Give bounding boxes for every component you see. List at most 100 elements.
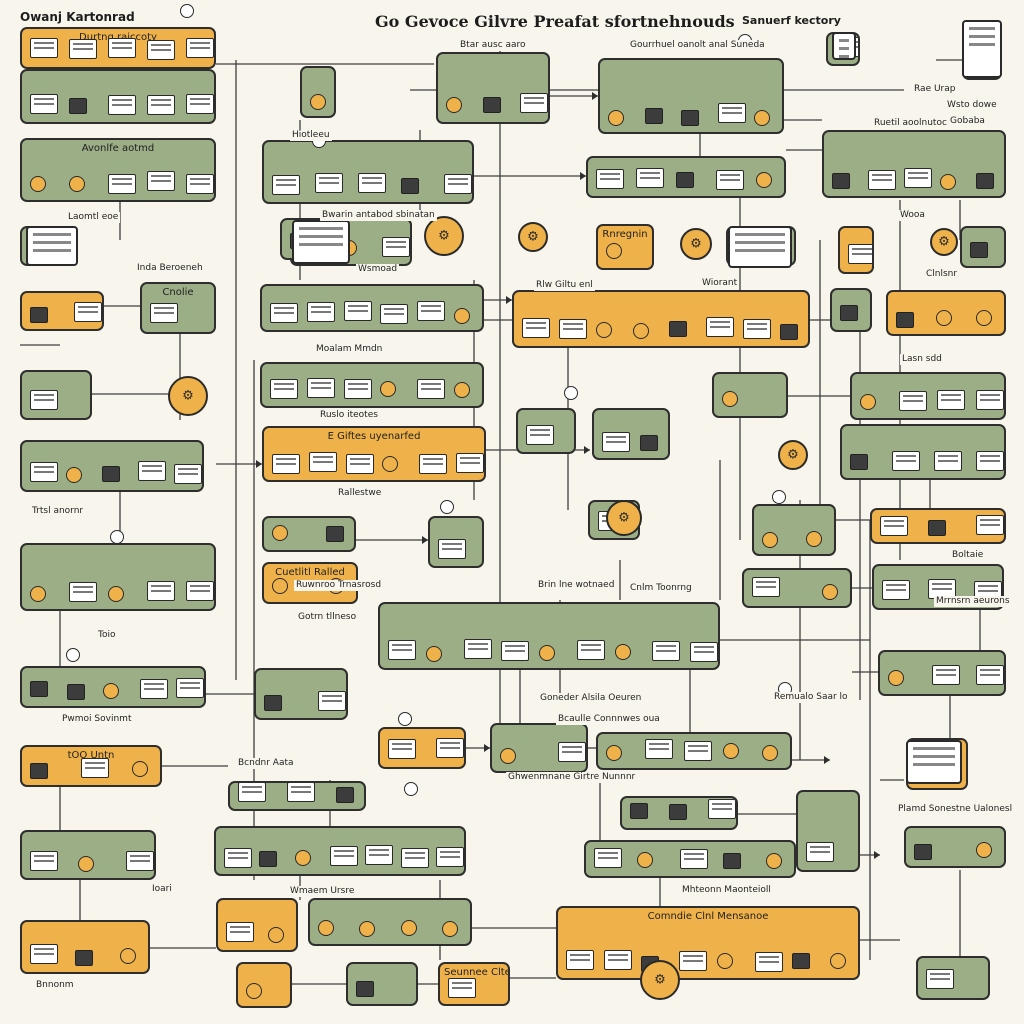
connector-dot-icon	[268, 927, 284, 943]
process-node[interactable]	[428, 516, 484, 568]
diagram-caption: Bnnonm	[34, 980, 76, 991]
process-node[interactable]	[260, 284, 484, 332]
process-node[interactable]: tOO Untn	[20, 745, 162, 787]
process-node[interactable]: E Giftes uyenarfed	[262, 426, 486, 482]
process-node[interactable]	[490, 723, 588, 773]
connector-dot-icon	[30, 176, 46, 192]
process-node[interactable]	[20, 920, 150, 974]
process-node[interactable]	[228, 781, 366, 811]
process-node[interactable]	[254, 668, 348, 720]
node-circle-icon[interactable]: ⚙	[168, 376, 208, 416]
connector-dot-icon	[822, 584, 838, 600]
process-node[interactable]	[752, 504, 836, 556]
connector-dot-icon	[976, 842, 992, 858]
process-node[interactable]	[20, 291, 104, 331]
process-node[interactable]	[216, 898, 298, 952]
process-node[interactable]	[592, 408, 670, 460]
process-node[interactable]	[214, 826, 466, 876]
node-contents	[28, 851, 154, 873]
process-node[interactable]	[584, 840, 796, 878]
window-icon	[806, 842, 834, 862]
process-node[interactable]	[260, 362, 484, 408]
node-contents	[878, 515, 1004, 537]
process-node[interactable]	[516, 408, 576, 454]
monitor-icon	[640, 435, 658, 451]
process-node[interactable]	[512, 290, 810, 348]
process-node[interactable]	[712, 372, 788, 418]
node-circle-icon[interactable]: ⚙	[680, 228, 712, 260]
process-node[interactable]	[20, 69, 216, 124]
window-icon	[976, 515, 1004, 535]
node-contents	[268, 378, 476, 401]
process-node[interactable]	[436, 52, 550, 124]
window-icon	[419, 454, 448, 474]
process-node[interactable]	[796, 790, 860, 872]
process-node[interactable]	[878, 650, 1006, 696]
process-node[interactable]	[20, 666, 206, 708]
diagram-caption: Cnlm Toonrng	[628, 583, 694, 594]
process-node[interactable]	[596, 732, 792, 770]
process-node[interactable]	[598, 58, 784, 134]
window-icon	[743, 319, 772, 339]
process-node[interactable]	[886, 290, 1006, 336]
window-icon	[754, 952, 783, 972]
process-node[interactable]	[20, 370, 92, 420]
node-circle-icon[interactable]: ⚙	[778, 440, 808, 470]
window-icon	[74, 302, 102, 322]
node-contents	[28, 390, 84, 413]
window-icon	[904, 168, 932, 188]
process-node[interactable]	[620, 796, 738, 830]
process-node[interactable]	[960, 226, 1006, 268]
process-node[interactable]	[20, 440, 204, 492]
process-node[interactable]: Seunnee Clteyr	[438, 962, 510, 1006]
process-node[interactable]	[586, 156, 786, 198]
process-node[interactable]	[378, 602, 720, 670]
process-node[interactable]	[378, 727, 466, 769]
process-node[interactable]: Comndie Clnl Mensanoe	[556, 906, 860, 980]
monitor-icon	[326, 526, 344, 542]
process-node[interactable]: Avonlfe aotmd	[20, 138, 216, 202]
process-node[interactable]	[262, 516, 356, 552]
node-circle-icon[interactable]: ⚙	[606, 500, 642, 536]
process-node[interactable]	[822, 130, 1006, 198]
window-icon	[716, 170, 744, 190]
process-node[interactable]	[346, 962, 418, 1006]
process-node[interactable]	[262, 140, 474, 204]
gear-icon: ⚙	[182, 388, 194, 404]
process-node[interactable]: Cnolie	[140, 282, 216, 334]
document-icon	[292, 220, 350, 264]
monitor-icon	[792, 953, 811, 969]
process-node[interactable]: Rnregnin	[596, 224, 654, 270]
window-icon	[108, 174, 136, 194]
window-icon	[308, 452, 337, 472]
process-node[interactable]: Durtng raiccoty	[20, 27, 216, 69]
process-node[interactable]	[870, 508, 1006, 544]
process-node[interactable]	[308, 898, 472, 946]
window-icon	[30, 38, 58, 58]
process-node[interactable]	[742, 568, 852, 608]
window-icon	[270, 303, 298, 323]
process-node[interactable]	[838, 226, 874, 274]
process-node[interactable]	[850, 372, 1006, 420]
process-node[interactable]	[300, 66, 336, 118]
window-icon	[558, 319, 587, 339]
process-node[interactable]	[840, 424, 1006, 480]
node-circle-icon[interactable]: ⚙	[930, 228, 958, 256]
node-circle-icon[interactable]: ⚙	[518, 222, 548, 252]
node-circle-icon[interactable]: ⚙	[640, 960, 680, 1000]
window-icon	[176, 678, 204, 698]
process-node[interactable]	[916, 956, 990, 1000]
monitor-icon	[401, 178, 419, 194]
diagram-caption: Clnlsnr	[924, 269, 960, 280]
arrowhead-icon	[584, 446, 590, 454]
node-label: Avonlfe aotmd	[81, 143, 155, 154]
node-contents	[604, 739, 784, 763]
monitor-icon	[914, 844, 932, 860]
process-node[interactable]	[236, 962, 292, 1008]
process-node[interactable]	[20, 543, 216, 611]
process-node[interactable]	[904, 826, 1006, 868]
node-circle-icon[interactable]: ⚙	[424, 216, 464, 256]
process-node[interactable]	[830, 288, 872, 332]
window-icon	[238, 783, 266, 802]
process-node[interactable]	[20, 830, 156, 880]
